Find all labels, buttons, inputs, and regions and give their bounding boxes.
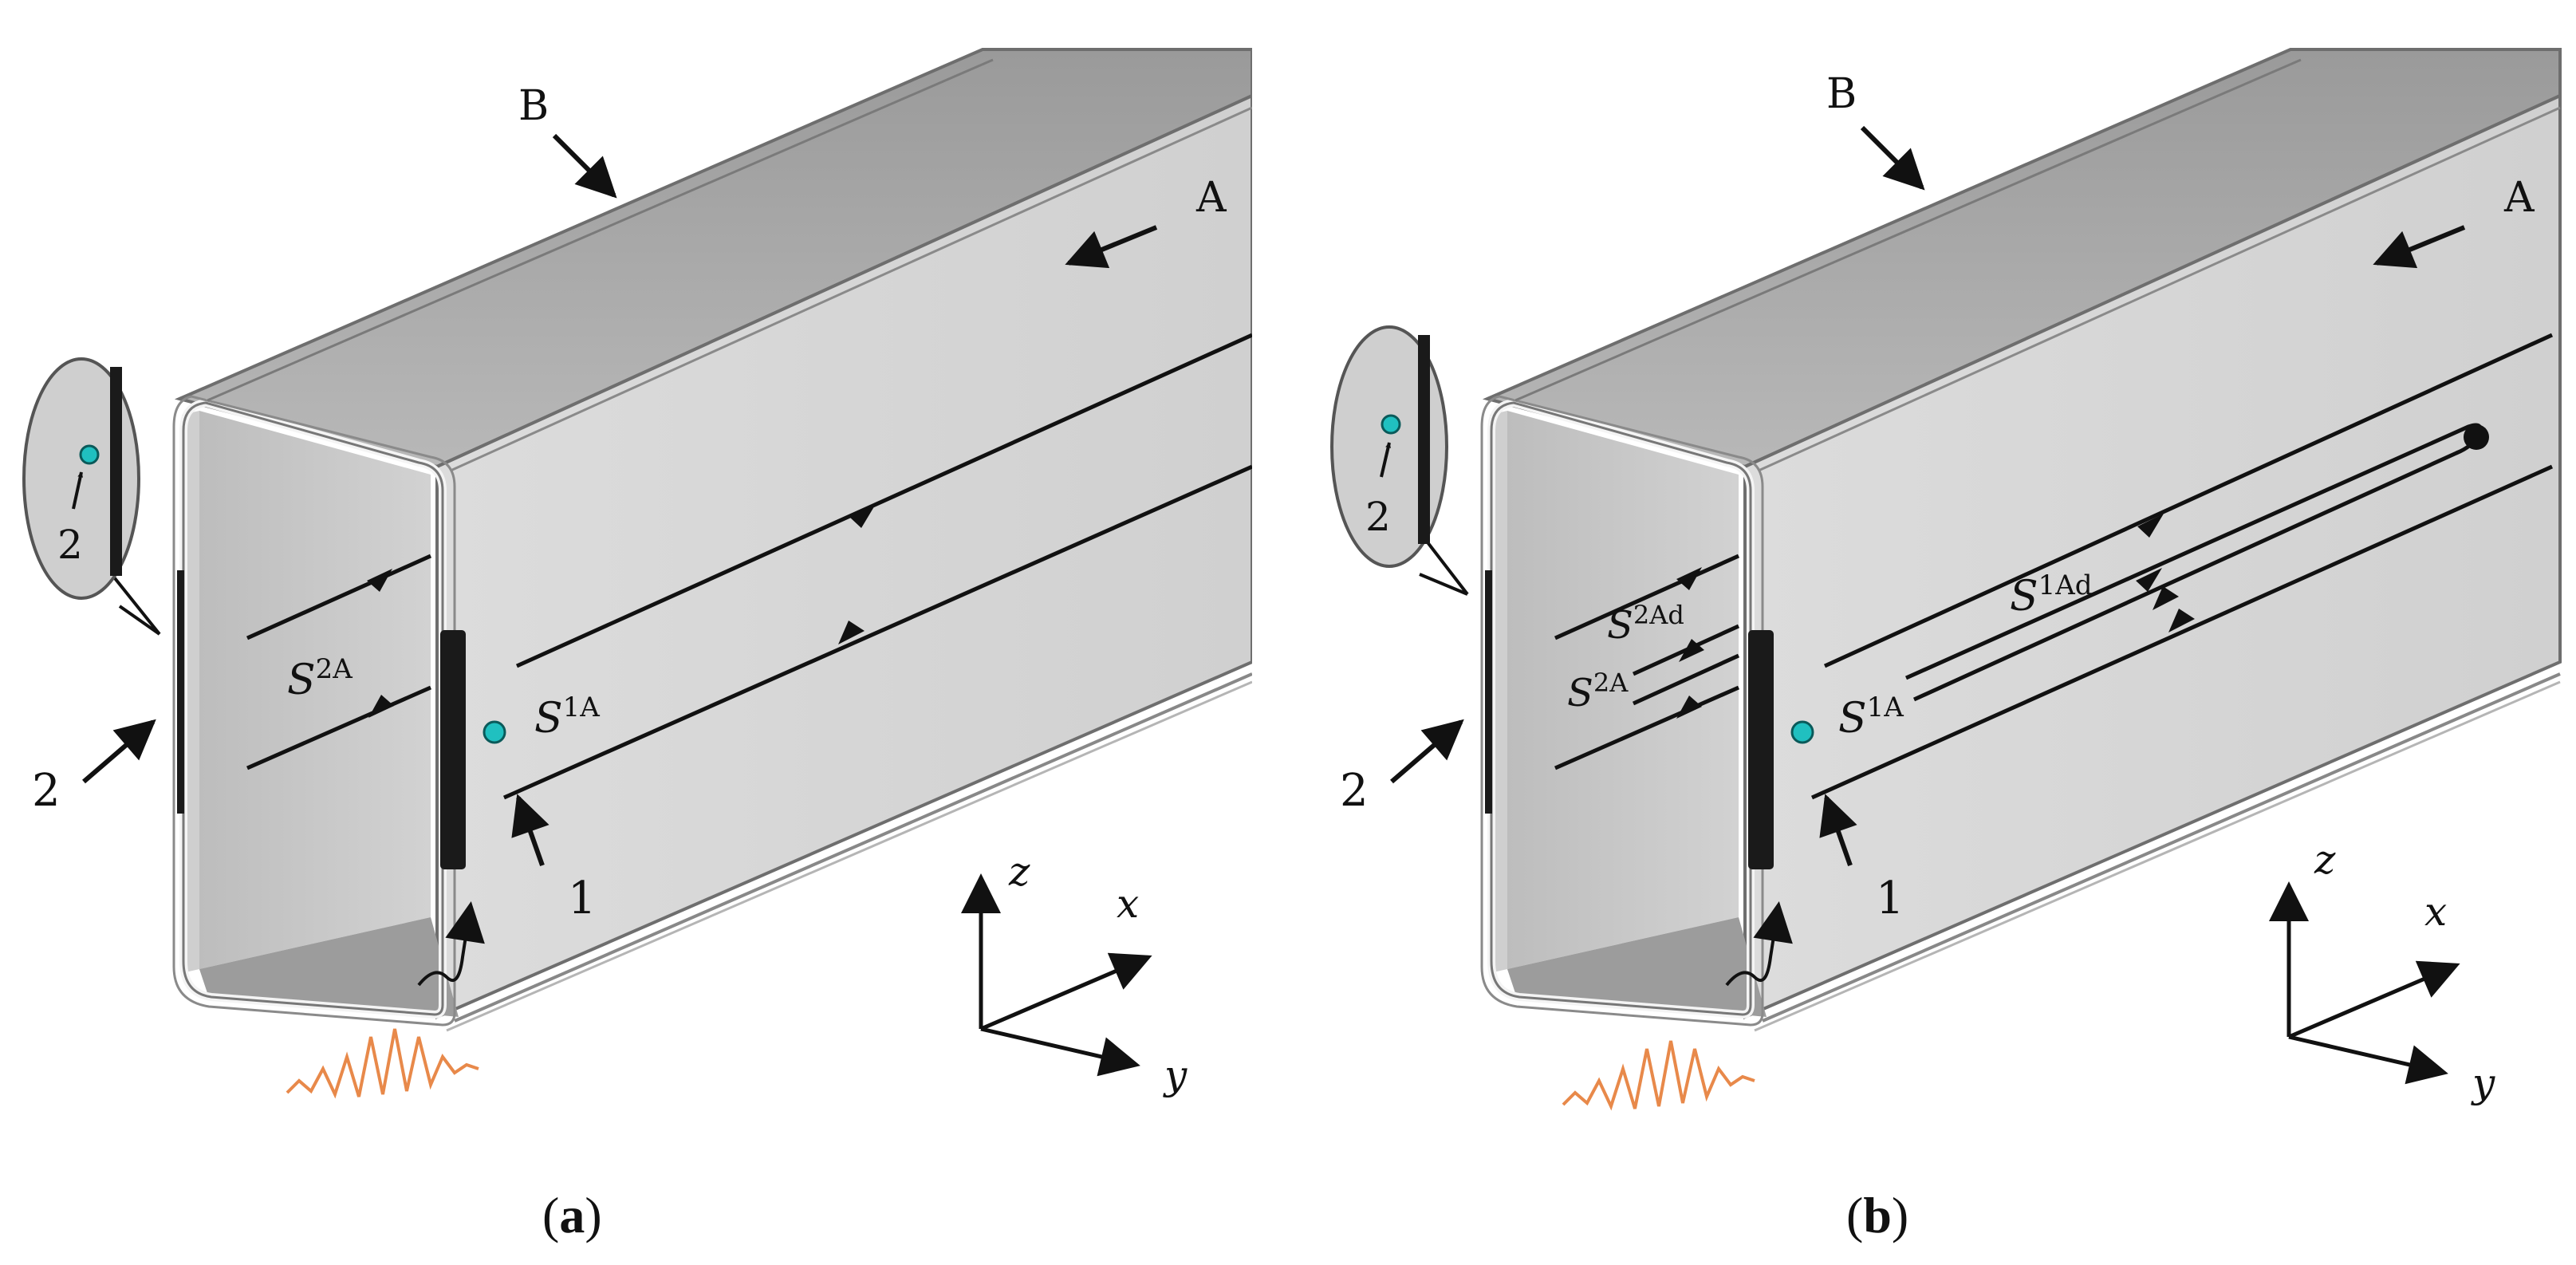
inset-sensor-icon bbox=[1381, 414, 1401, 435]
label-s1a: S1A bbox=[534, 692, 600, 743]
inner-wave-damage-b bbox=[1632, 653, 1740, 706]
label-s2ad: S2Ad bbox=[1607, 600, 1684, 648]
wave-arrow-icon bbox=[2136, 568, 2162, 592]
axes-triad: z x y bbox=[2269, 837, 2495, 1106]
damage-point-icon bbox=[2464, 424, 2489, 450]
axis-y-arrow-icon bbox=[980, 1027, 1140, 1077]
caption-b: (b) bbox=[1846, 1187, 1908, 1243]
arrow-b-icon bbox=[552, 133, 617, 199]
axis-y-arrow-icon bbox=[2288, 1034, 2448, 1085]
actuator-1 bbox=[440, 630, 466, 869]
arrow-a-icon bbox=[1065, 225, 1158, 269]
actuator-2 bbox=[1485, 570, 1492, 814]
inner-wave-upper bbox=[246, 554, 432, 640]
arrow-2-icon bbox=[1390, 719, 1464, 784]
wave-arrow-icon bbox=[2137, 514, 2164, 538]
label-s2a: S2A bbox=[287, 653, 353, 704]
inset-arrow-icon bbox=[72, 471, 84, 510]
arrow-a-icon bbox=[2373, 225, 2466, 269]
axis-z-label: z bbox=[1008, 849, 1030, 895]
signal-lead-arrow-icon bbox=[1725, 901, 1793, 987]
arrow-2-icon bbox=[82, 719, 156, 784]
axis-x-arrow-icon bbox=[980, 952, 1152, 1031]
zoom-inset: 2 bbox=[1330, 325, 1469, 596]
beam-body bbox=[1482, 49, 2560, 1031]
arrow-1-icon bbox=[1819, 794, 1857, 866]
panel-a: B A 1 2 S1A S2A 2 bbox=[22, 49, 1252, 1243]
axis-z-label: z bbox=[2314, 837, 2336, 883]
wave-path-returning bbox=[502, 464, 1252, 800]
axis-x-label: x bbox=[2424, 889, 2447, 935]
wave-arrow-icon bbox=[838, 621, 865, 644]
inset-sensor-icon bbox=[79, 444, 100, 465]
wave-arrow-icon bbox=[367, 569, 392, 592]
inner-wave-upper bbox=[1554, 554, 1740, 640]
sensor-1-icon bbox=[483, 720, 506, 744]
excitation-signal bbox=[286, 1028, 479, 1099]
actuator-2 bbox=[177, 570, 184, 814]
wave-path-returning bbox=[1810, 464, 2554, 800]
wave-arrow-icon bbox=[2153, 586, 2179, 610]
wave-arrow-icon bbox=[368, 695, 394, 718]
arrow-b-icon bbox=[1860, 125, 1925, 191]
label-1: 1 bbox=[1876, 873, 1904, 924]
label-b: B bbox=[1826, 70, 1857, 118]
label-2: 2 bbox=[1340, 765, 1369, 817]
inset-label-2: 2 bbox=[57, 522, 83, 568]
wave-arrow-icon bbox=[2168, 609, 2195, 632]
actuator-1 bbox=[1748, 630, 1774, 869]
wave-path-outgoing bbox=[515, 333, 1252, 668]
wave-arrow-icon bbox=[1676, 567, 1702, 590]
inset-actuator bbox=[110, 367, 122, 576]
label-s1a: S1A bbox=[1838, 692, 1904, 743]
label-2: 2 bbox=[32, 765, 61, 817]
inset-label-2: 2 bbox=[1365, 494, 1391, 540]
inset-actuator bbox=[1418, 335, 1430, 544]
zoom-inset: 2 bbox=[22, 357, 161, 636]
axis-x-arrow-icon bbox=[2288, 960, 2460, 1039]
wave-path-outgoing bbox=[1823, 333, 2554, 668]
excitation-signal bbox=[1562, 1040, 1755, 1111]
label-a: A bbox=[1195, 174, 1227, 222]
signal-lead-arrow-icon bbox=[417, 901, 485, 987]
label-a: A bbox=[2503, 174, 2535, 222]
inset-arrow-icon bbox=[1380, 442, 1391, 478]
label-s2a: S2A bbox=[1567, 668, 1629, 715]
wave-arrow-icon bbox=[1676, 696, 1702, 719]
axes-triad: z x y bbox=[961, 849, 1188, 1098]
wave-arrow-icon bbox=[849, 504, 876, 528]
axis-y-label: y bbox=[1163, 1052, 1188, 1098]
axis-y-label: y bbox=[2471, 1060, 2495, 1106]
panel-b: B A 1 2 S1A S1Ad S2Ad S2A 2 bbox=[1330, 49, 2560, 1243]
wave-arrow-icon bbox=[1679, 639, 1704, 662]
label-b: B bbox=[518, 82, 549, 130]
arrow-1-icon bbox=[511, 794, 549, 866]
axis-x-label: x bbox=[1117, 881, 1139, 927]
inner-wave-lower bbox=[1554, 685, 1740, 770]
inner-wave-lower bbox=[246, 685, 432, 770]
label-1: 1 bbox=[568, 873, 597, 924]
caption-a: (a) bbox=[542, 1187, 602, 1243]
label-s1ad: S1Ad bbox=[2010, 569, 2093, 621]
sensor-1-icon bbox=[1790, 720, 1814, 744]
